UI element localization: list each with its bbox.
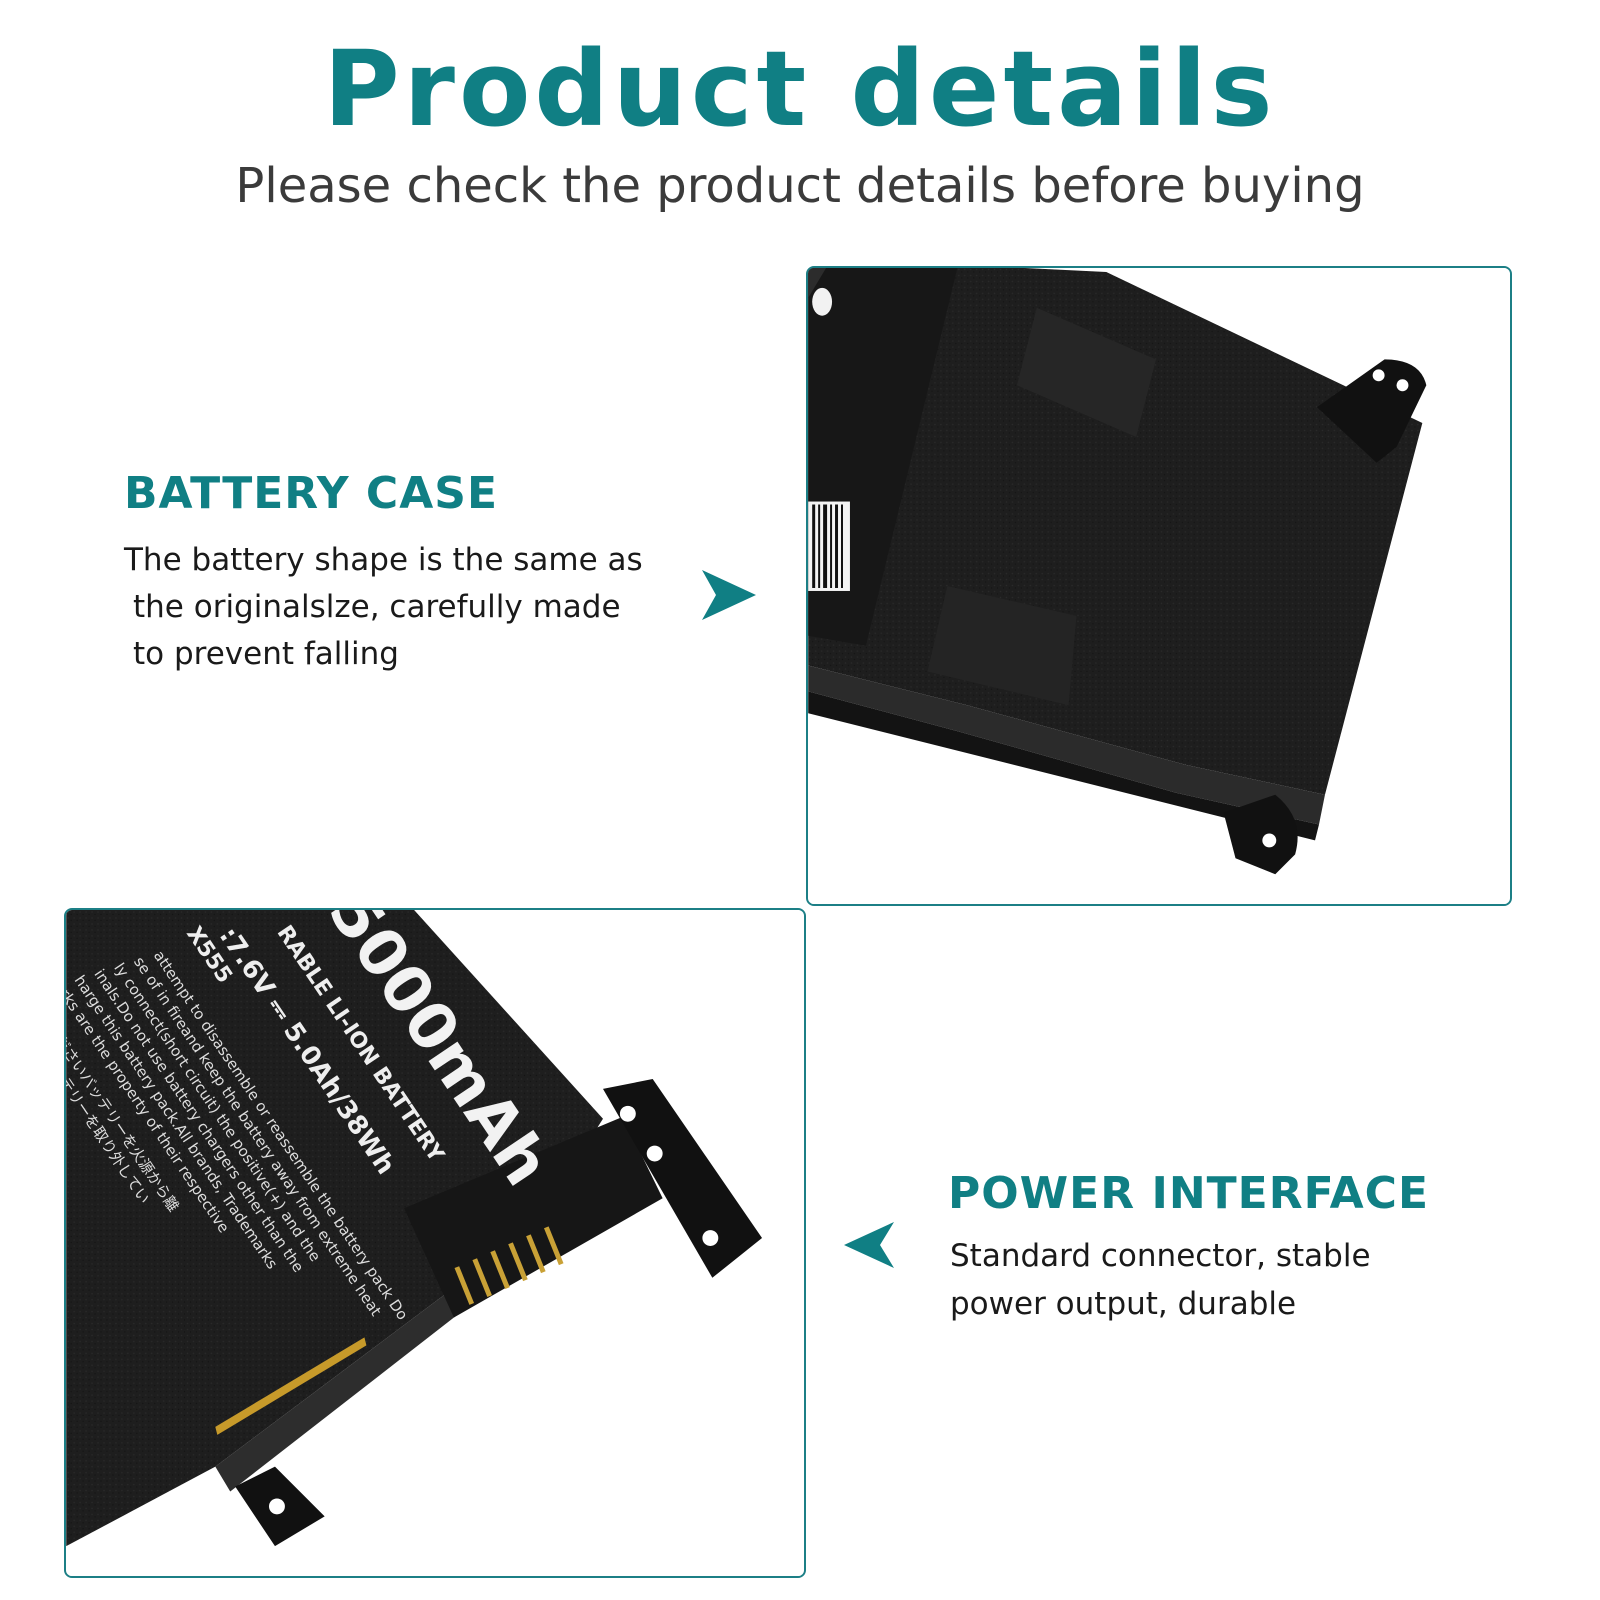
feature-text-power-interface-line-2: power output, durable: [950, 1286, 1297, 1322]
feature-text-power-interface-line-1: Standard connector, stable: [950, 1238, 1371, 1274]
arrow-left-icon: [844, 1222, 894, 1268]
feature-title-power-interface: POWER INTERFACE: [948, 1168, 1429, 1219]
barcode-stickers: [808, 501, 850, 591]
battery-case-photo: [806, 266, 1512, 906]
connector: [404, 1078, 763, 1318]
feature-text-battery-case-line-2: the originalslze, carefully made: [133, 589, 621, 625]
mounting-tab-top: [1317, 359, 1427, 463]
mounting-tab-bottom-left: [235, 1466, 325, 1547]
arrow-right-icon: [702, 570, 756, 620]
feature-text-battery-case-line-3: to prevent falling: [133, 636, 399, 672]
power-interface-photo: 5000mAh RABLE LI-ION BATTERY :7.6V ⎓ 5.0…: [64, 908, 806, 1578]
feature-title-battery-case: BATTERY CASE: [124, 468, 499, 519]
feature-text-battery-case-line-1: The battery shape is the same as: [124, 542, 643, 578]
power-interface-illustration: 5000mAh RABLE LI-ION BATTERY :7.6V ⎓ 5.0…: [66, 910, 804, 1576]
page-subtitle: Please check the product details before …: [235, 158, 1365, 214]
mounting-tab-bottom: [1223, 794, 1298, 875]
battery-case-illustration: [808, 268, 1510, 904]
page-title: Product details: [323, 28, 1277, 150]
